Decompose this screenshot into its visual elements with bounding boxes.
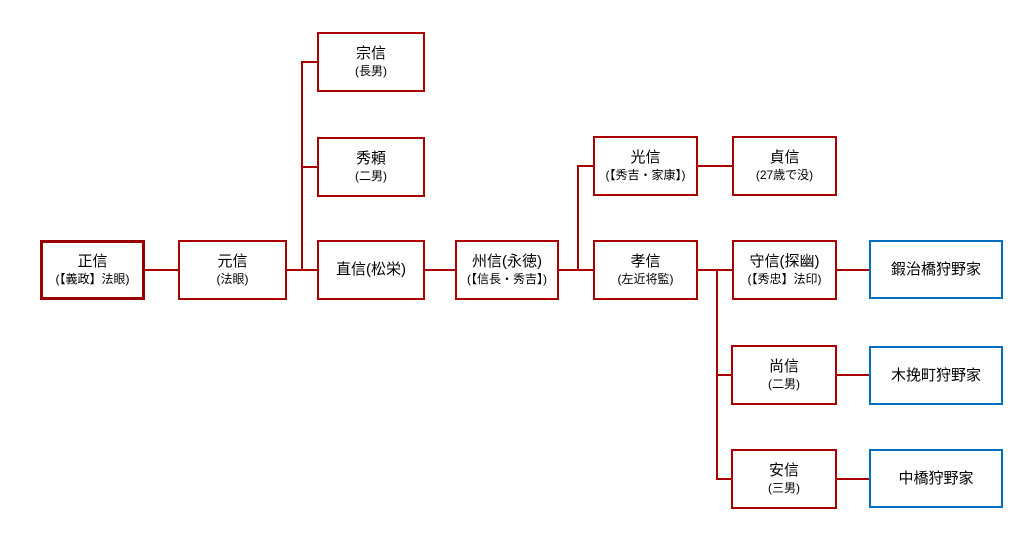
person-name: 光信: [630, 149, 661, 167]
node-takanobu: 孝信 (左近将監): [593, 240, 698, 300]
person-note: (法眼): [216, 271, 249, 286]
connector-line: [559, 269, 593, 271]
person-note: (左近将監): [617, 271, 674, 286]
person-name: 秀頼: [355, 150, 386, 168]
node-yasunobu: 安信 (三男): [731, 449, 837, 509]
person-name: 宗信: [355, 45, 386, 63]
node-naonobu: 尚信 (二男): [731, 345, 837, 405]
node-masanobu: 正信 (【義政】法眼): [40, 240, 145, 300]
connector-line: [716, 478, 731, 480]
node-munenobu: 宗信 (長男): [317, 32, 425, 92]
connector-line: [698, 165, 732, 167]
house-name: 中橋狩野家: [898, 469, 974, 487]
person-note: (三男): [768, 480, 800, 495]
person-note: (二男): [355, 168, 387, 183]
connector-line: [837, 269, 869, 271]
person-note: (二男): [768, 376, 800, 391]
connector-line: [837, 478, 869, 480]
node-kobikicho-house: 木挽町狩野家: [869, 346, 1003, 405]
person-name: 安信: [768, 462, 799, 480]
person-note: (【秀吉・家康】): [605, 167, 686, 182]
house-name: 木挽町狩野家: [890, 366, 981, 384]
connector-line: [301, 61, 317, 63]
node-mitsunobu: 光信 (【秀吉・家康】): [593, 136, 698, 196]
node-nakabashi-house: 中橋狩野家: [869, 449, 1003, 508]
connector-line: [425, 269, 455, 271]
connector-line: [716, 374, 731, 376]
node-motonobu: 元信 (法眼): [178, 240, 287, 300]
person-name: 守信(探幽): [749, 253, 820, 271]
connector-line: [698, 269, 732, 271]
person-note: (長男): [355, 63, 387, 78]
node-hideyori: 秀頼 (二男): [317, 137, 425, 197]
person-name: 孝信: [630, 253, 661, 271]
house-name: 鍜治橋狩野家: [890, 260, 981, 278]
person-note: (【信長・秀吉】): [467, 271, 547, 286]
node-naonobu-shoei: 直信(松栄): [317, 240, 425, 300]
connector-line: [577, 165, 593, 167]
person-note: (【秀忠】法印): [747, 271, 822, 286]
person-name: 尚信: [768, 358, 799, 376]
connector-line: [577, 165, 579, 271]
connector-line: [301, 166, 317, 168]
node-morinobu: 守信(探幽) (【秀忠】法印): [732, 240, 837, 300]
node-kajibashi-house: 鍜治橋狩野家: [869, 240, 1003, 299]
person-name: 州信(永徳): [472, 253, 542, 271]
person-note: (27歳で没): [755, 167, 814, 182]
connector-line: [837, 374, 869, 376]
person-name: 元信: [217, 253, 248, 271]
person-name: 貞信: [769, 149, 800, 167]
node-sadanobu: 貞信 (27歳で没): [732, 136, 837, 196]
person-note: (【義政】法眼): [55, 271, 130, 286]
node-kuninobu: 州信(永徳) (【信長・秀吉】): [455, 240, 559, 300]
connector-line: [145, 269, 178, 271]
person-name: 直信(松栄): [336, 261, 406, 279]
person-name: 正信: [77, 253, 108, 271]
